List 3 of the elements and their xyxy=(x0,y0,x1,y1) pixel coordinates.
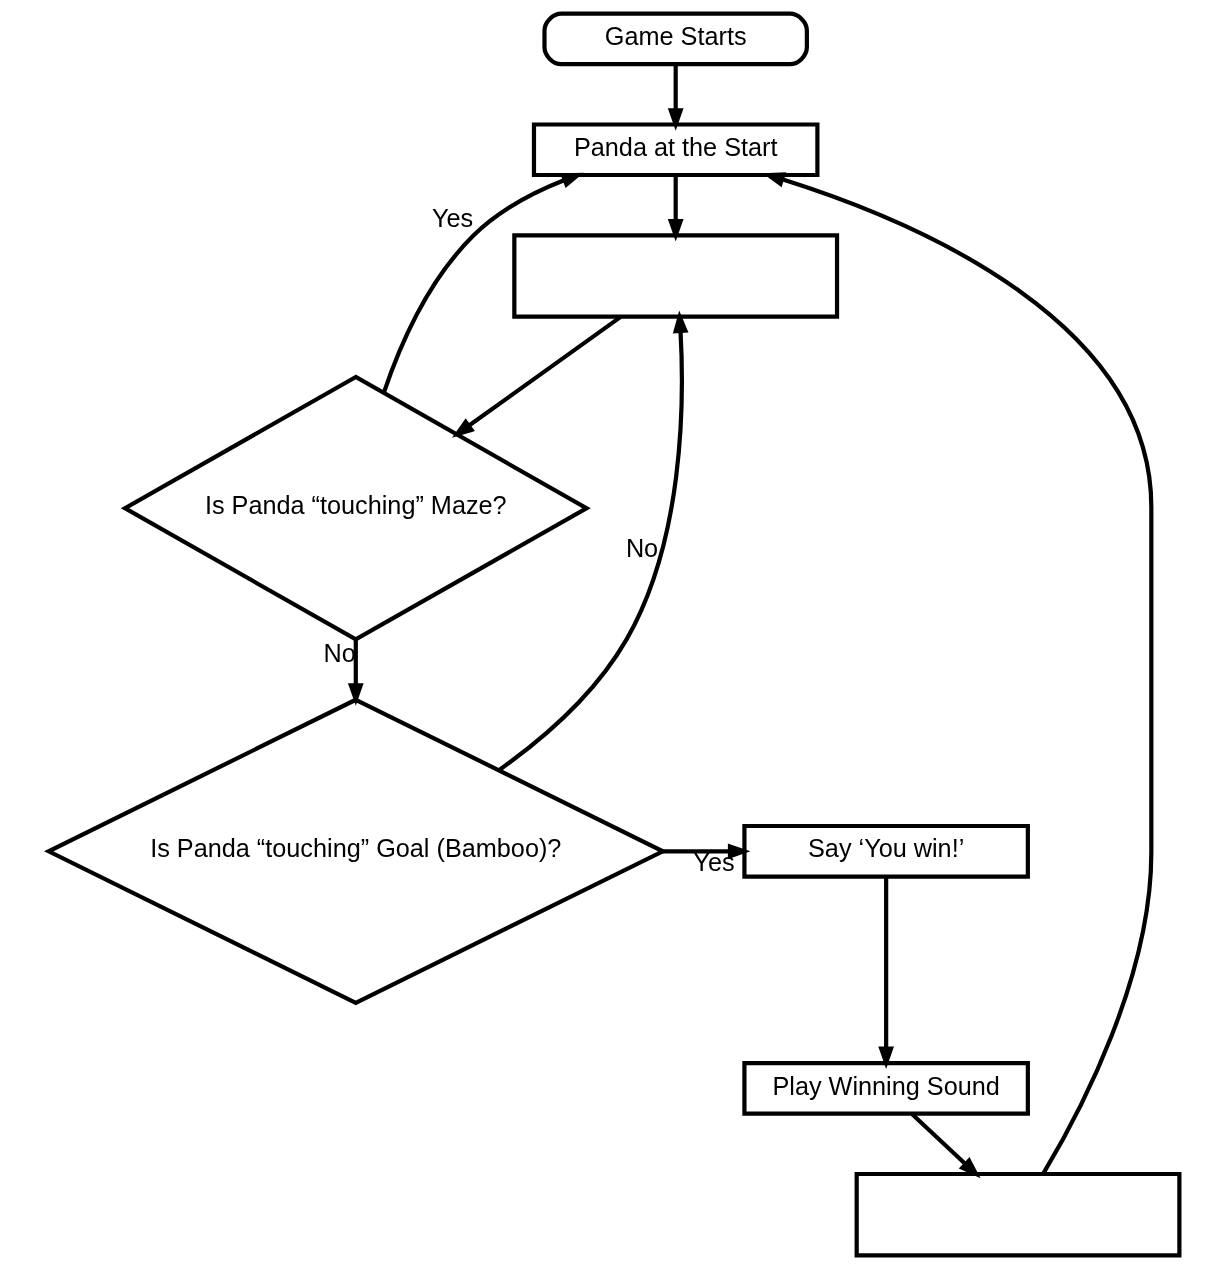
edge-label: Yes xyxy=(432,204,474,233)
edge-label: No xyxy=(625,533,659,562)
edge-label: Yes xyxy=(693,848,735,877)
